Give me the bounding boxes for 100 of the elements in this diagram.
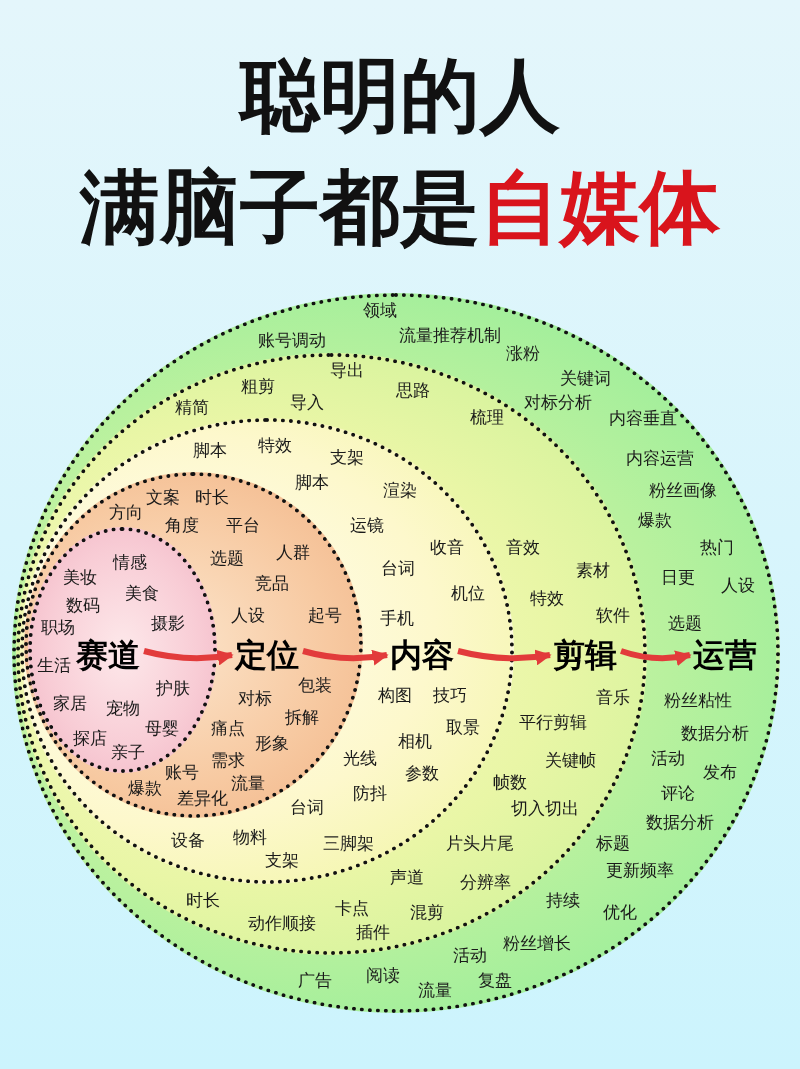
keyword-text: 梳理: [470, 407, 504, 427]
keyword-text: 活动: [651, 748, 685, 768]
keyword-text: 数码: [66, 595, 100, 615]
keyword-text: 关键帧: [544, 750, 596, 770]
keyword-text: 人设: [721, 575, 755, 595]
keyword-text: 音效: [506, 537, 540, 557]
keyword-text: 家居: [53, 693, 87, 713]
keyword-text: 阅读: [366, 965, 400, 985]
keyword-text: 切入切出: [511, 798, 579, 818]
keyword-text: 时长: [195, 487, 229, 507]
keyword-text: 热门: [700, 537, 734, 557]
keyword-text: 三脚架: [322, 833, 374, 853]
keyword-text: 软件: [596, 605, 630, 625]
keyword-text: 选题: [210, 548, 244, 568]
page-title: 聪明的人满脑子都是自媒体: [78, 48, 721, 256]
keyword-text: 选题: [668, 613, 702, 633]
keyword-text: 广告: [298, 970, 332, 990]
keyword-text: 导入: [290, 392, 324, 412]
keyword-text: 领域: [363, 300, 397, 320]
keyword-text: 导出: [330, 360, 364, 380]
keyword-text: 物料: [233, 827, 267, 847]
keyword-text: 拆解: [285, 707, 319, 727]
keyword-text: 粉丝增长: [503, 933, 571, 953]
keyword-text: 护肤: [156, 678, 190, 698]
keyword-text: 音乐: [596, 687, 630, 707]
keyword-text: 摄影: [151, 613, 185, 633]
stage-heading: 运营: [693, 636, 757, 674]
keyword-text: 起号: [308, 605, 342, 625]
keyword-text: 账号调动: [258, 330, 326, 350]
keyword-text: 精简: [175, 397, 209, 417]
keyword-text: 探店: [73, 728, 107, 748]
keyword-text: 运镜: [350, 515, 384, 535]
keyword-text: 优化: [603, 902, 637, 922]
keyword-text: 生活: [37, 655, 71, 675]
keyword-text: 宠物: [106, 698, 140, 718]
keyword-text: 手机: [380, 608, 414, 628]
keyword-text: 支架: [265, 850, 299, 870]
keyword-text: 动作顺接: [248, 913, 316, 933]
keyword-text: 对标分析: [524, 392, 592, 412]
keyword-text: 文案: [146, 487, 180, 507]
keyword-text: 卡点: [335, 898, 369, 918]
keyword-text: 人设: [231, 605, 265, 625]
keyword-text: 流量: [418, 980, 452, 1000]
keyword-text: 数据分析: [681, 723, 749, 743]
keyword-text: 数据分析: [646, 812, 714, 832]
keyword-text: 构图: [378, 685, 412, 705]
keyword-text: 内容运营: [626, 448, 694, 468]
keyword-text: 角度: [165, 515, 199, 535]
keyword-text: 声道: [390, 867, 424, 887]
keyword-text: 思路: [396, 380, 430, 400]
keyword-text: 防抖: [353, 783, 387, 803]
keyword-text: 机位: [451, 583, 485, 603]
keyword-text: 发布: [703, 762, 737, 782]
keyword-text: 特效: [530, 588, 564, 608]
keyword-text: 关键词: [559, 368, 611, 388]
keyword-text: 脚本: [295, 472, 329, 492]
keyword-text: 人群: [276, 542, 310, 562]
keyword-text: 爆款: [638, 510, 672, 530]
keyword-text: 竞品: [255, 573, 289, 593]
keyword-text: 支架: [330, 447, 364, 467]
keyword-text: 时长: [186, 890, 220, 910]
stage-heading: 剪辑: [553, 636, 617, 674]
keyword-text: 职场: [41, 617, 75, 637]
keyword-text: 美食: [125, 583, 159, 603]
keyword-text: 帧数: [493, 772, 527, 792]
keyword-text: 形象: [255, 733, 289, 753]
keyword-text: 账号: [165, 762, 199, 782]
keyword-text: 平行剪辑: [519, 712, 587, 732]
keyword-text: 渲染: [383, 480, 417, 500]
keyword-text: 痛点: [211, 718, 245, 738]
keyword-text: 内容垂直: [609, 408, 677, 428]
keyword-text: 差异化: [176, 788, 228, 808]
keyword-text: 脚本: [193, 440, 227, 460]
arrow: [143, 648, 234, 666]
keyword-text: 平台: [226, 515, 260, 535]
keyword-text: 设备: [171, 830, 205, 850]
keyword-text: 片头片尾: [446, 833, 514, 853]
keyword-text: 特效: [258, 435, 292, 455]
keyword-text: 台词: [290, 797, 324, 817]
stage-heading: 内容: [390, 636, 454, 674]
keyword-text: 粉丝粘性: [664, 690, 732, 710]
keyword-text: 收音: [430, 537, 464, 557]
keyword-text: 评论: [661, 783, 695, 803]
keyword-text: 涨粉: [506, 343, 540, 363]
keyword-text: 流量: [231, 773, 265, 793]
keyword-text: 复盘: [478, 970, 512, 990]
arrow: [302, 648, 389, 666]
keyword-text: 相机: [398, 731, 432, 751]
arrow: [457, 648, 552, 666]
keyword-text: 粉丝画像: [649, 480, 717, 500]
keyword-text: 母婴: [145, 718, 179, 738]
keyword-text: 插件: [356, 922, 390, 942]
stage-heading: 赛道: [76, 636, 140, 674]
keyword-text: 标题: [596, 833, 630, 853]
keyword-text: 持续: [546, 890, 580, 910]
keyword-text: 更新频率: [606, 860, 674, 880]
keyword-text: 需求: [211, 750, 245, 770]
keyword-text: 素材: [576, 560, 610, 580]
keyword-text: 参数: [405, 763, 439, 783]
keyword-text: 技巧: [433, 685, 467, 705]
